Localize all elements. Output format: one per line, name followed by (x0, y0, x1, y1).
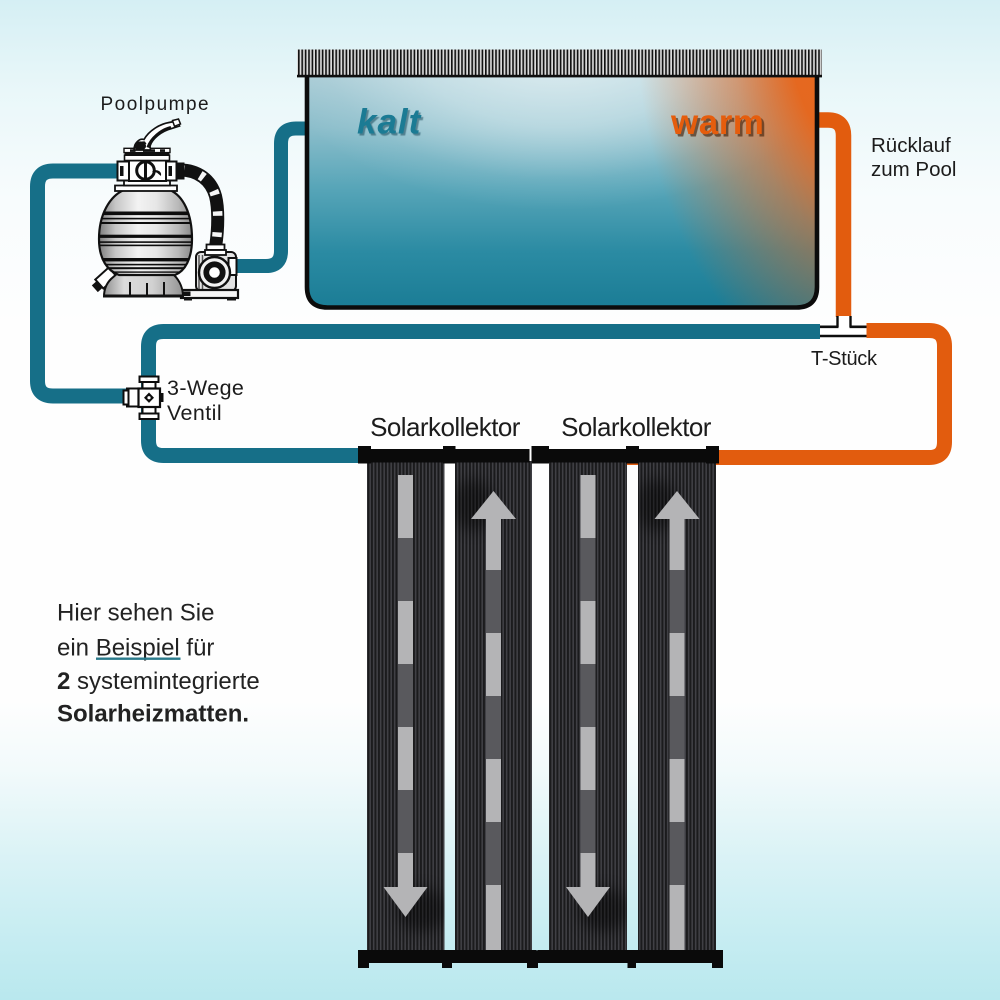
svg-text:2 systemintegrierte: 2 systemintegrierte (57, 668, 260, 695)
svg-text:Hier sehen Sie: Hier sehen Sie (57, 600, 214, 627)
svg-text:Rücklauf: Rücklauf (871, 134, 951, 157)
svg-text:kalt: kalt (357, 103, 422, 142)
svg-text:Ventil: Ventil (167, 401, 222, 425)
svg-text:Poolpumpe: Poolpumpe (101, 94, 211, 115)
svg-text:Solarkollektor: Solarkollektor (561, 412, 712, 442)
svg-text:3-Wege: 3-Wege (167, 376, 244, 400)
svg-text:zum Pool: zum Pool (871, 158, 956, 181)
svg-text:Solarheizmatten.: Solarheizmatten. (57, 701, 249, 728)
svg-text:T-Stück: T-Stück (811, 348, 878, 370)
svg-text:Solarkollektor: Solarkollektor (370, 412, 521, 442)
svg-text:warm: warm (670, 103, 764, 142)
svg-text:ein Beispiel für: ein Beispiel für (57, 635, 214, 662)
